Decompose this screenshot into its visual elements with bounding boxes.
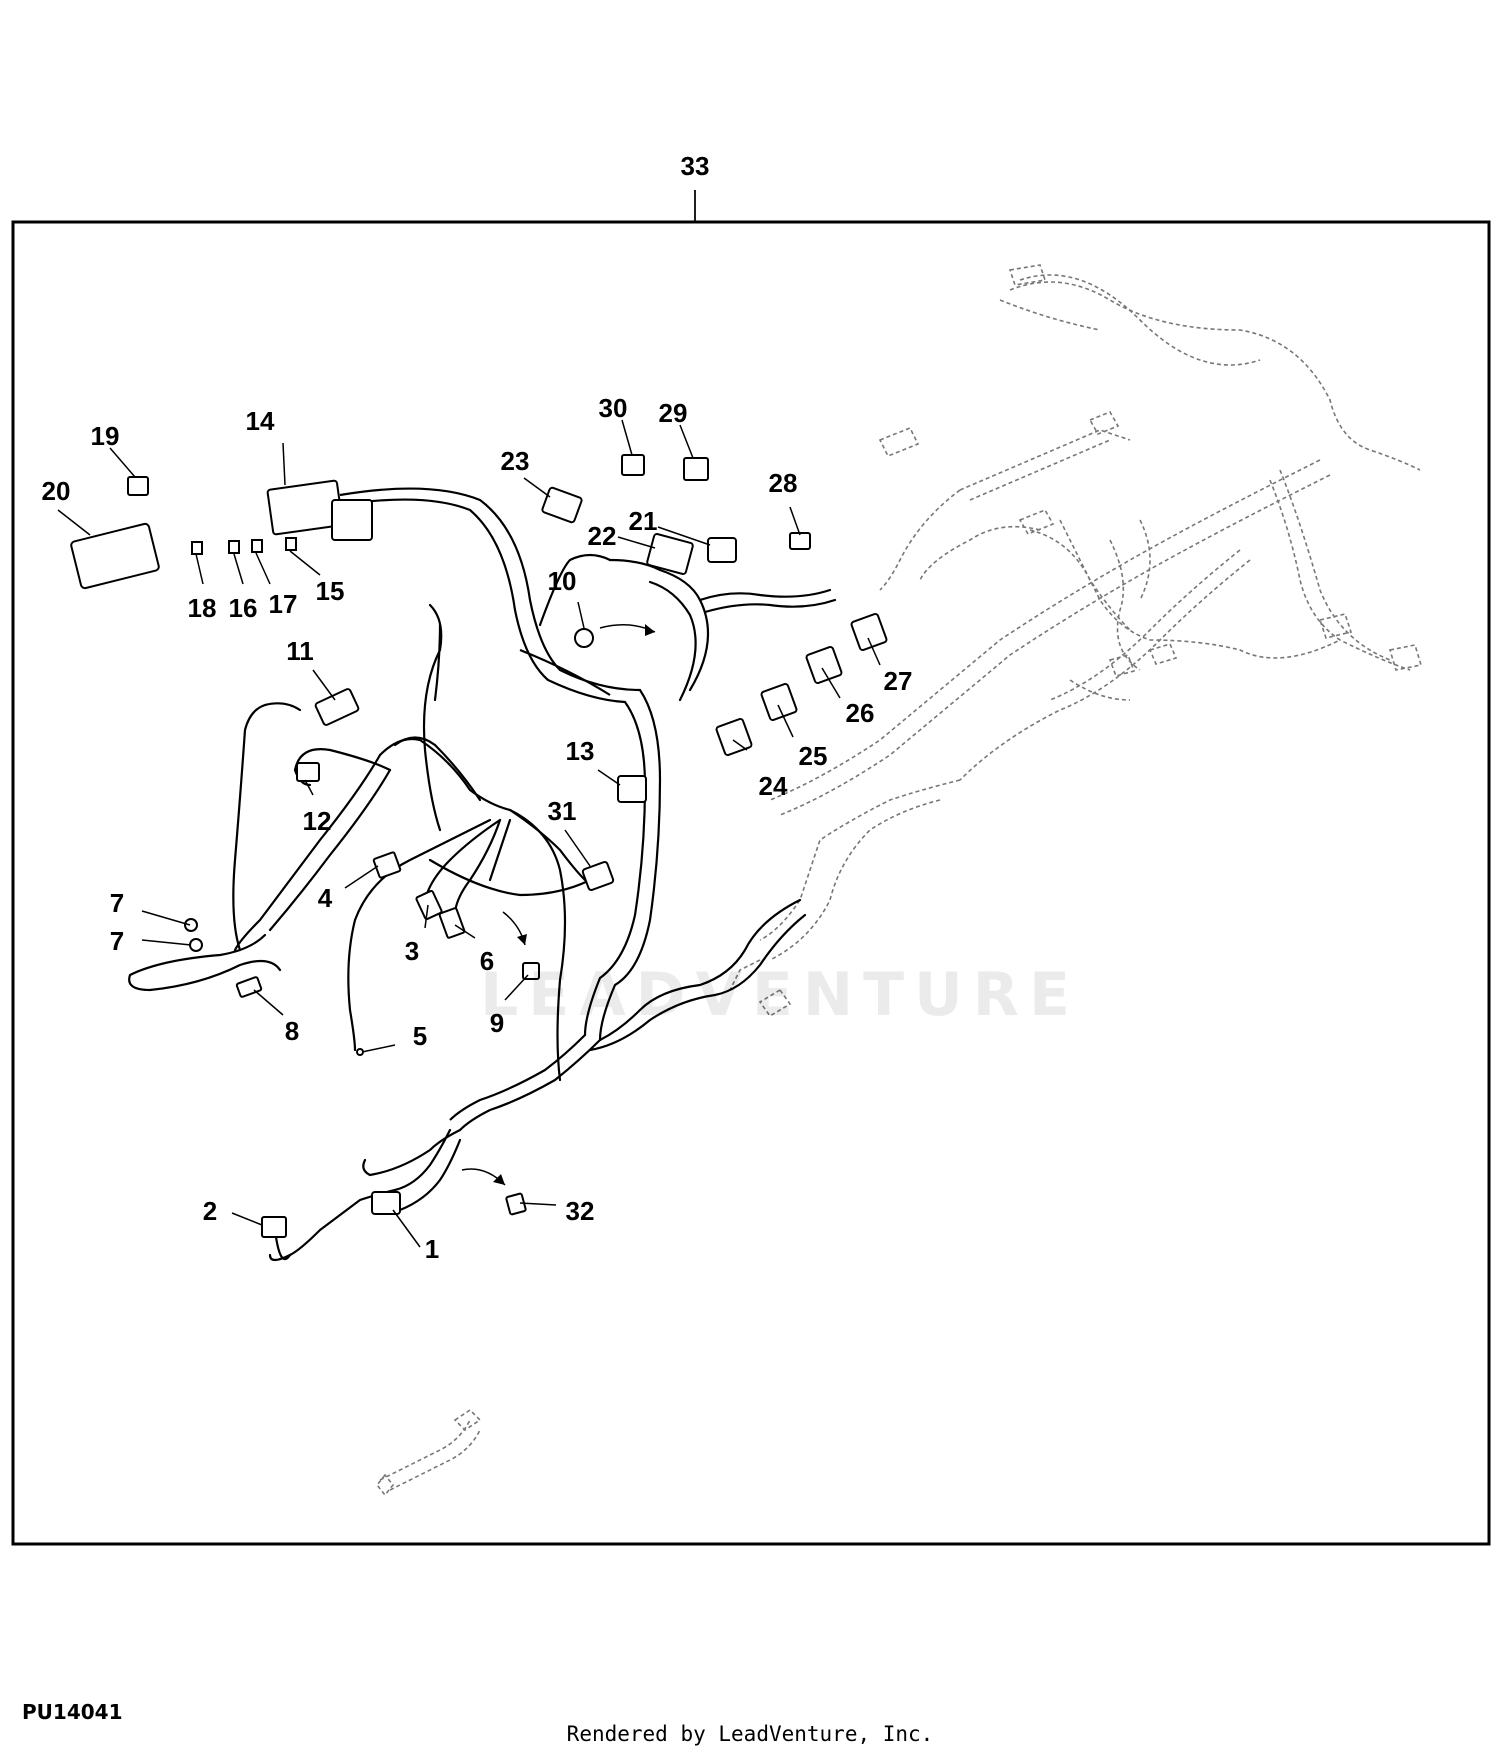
ring-terminal-7a [184,918,198,932]
callout-5: 5 [413,1021,427,1051]
ring-terminal-7b [189,938,203,952]
callout-23: 23 [501,446,530,476]
relay-19 [127,476,149,496]
connector-21 [707,537,737,563]
callout-16: 16 [229,593,258,623]
callout-32: 32 [566,1196,595,1226]
callout-14: 14 [246,406,275,436]
callout-7a: 7 [110,888,124,918]
callout-29: 29 [659,398,688,428]
callout-28: 28 [769,468,798,498]
leader-lines [57,190,881,1248]
fuse-block-socket [331,499,373,541]
connector-12 [296,762,320,782]
callout-4: 4 [318,883,333,913]
callout-19: 19 [91,421,120,451]
clip-32 [505,1192,527,1216]
connector-28 [789,532,811,550]
connectors [70,454,888,1238]
assembly-frame [11,220,1491,1546]
callout-3: 3 [405,936,419,966]
connector-27 [850,612,888,652]
callout-24: 24 [759,771,788,801]
callout-17: 17 [269,589,298,619]
callout-15: 15 [316,576,345,606]
fuse-15 [285,537,297,551]
connector-3 [415,889,443,921]
main-harness [128,487,837,1262]
callout-13: 13 [566,736,595,766]
connector-22 [646,533,694,575]
fuse-17 [251,539,263,553]
callout-26: 26 [846,698,875,728]
callout-21: 21 [629,506,658,536]
callout-6: 6 [480,946,494,976]
connector-2 [261,1216,287,1238]
callout-assembly: 33 [681,151,710,181]
connector-1 [371,1191,401,1215]
module-20 [70,522,160,590]
connector-23 [541,486,583,524]
connector-30 [621,454,645,476]
callout-numbers: 33 1 2 3 4 5 6 7 7 8 9 10 11 12 13 14 15… [42,151,913,1264]
callout-11: 11 [286,636,314,666]
connector-11 [314,688,360,726]
callout-30: 30 [599,393,628,423]
callout-22: 22 [588,521,617,551]
callout-2: 2 [203,1196,217,1226]
connector-6 [438,907,466,939]
figure-id: PU14041 [22,1700,123,1724]
callout-9: 9 [490,1008,504,1038]
connector-13 [617,775,647,803]
connector-26 [805,645,843,685]
callout-12: 12 [303,806,332,836]
callout-7b: 7 [110,926,124,956]
callout-20: 20 [42,476,71,506]
grommet-10 [574,628,594,648]
ghost-reference-harness [375,264,1423,1497]
callout-10: 10 [548,566,577,596]
connector-25 [760,682,798,722]
footer-credit: Rendered by LeadVenture, Inc. [566,1722,934,1746]
callout-27: 27 [884,666,913,696]
callout-31: 31 [548,796,577,826]
connector-29 [683,457,709,481]
callout-18: 18 [188,593,217,623]
connector-31 [581,861,615,891]
callout-25: 25 [799,741,828,771]
fuse-16 [228,540,240,554]
connector-24 [715,717,753,757]
watermark: LEADVENTURE [480,960,1080,1030]
fuse-18 [191,541,203,555]
callout-8: 8 [285,1016,299,1046]
callout-1: 1 [425,1234,439,1264]
install-arrows [461,624,656,1186]
connector-4 [372,851,402,879]
